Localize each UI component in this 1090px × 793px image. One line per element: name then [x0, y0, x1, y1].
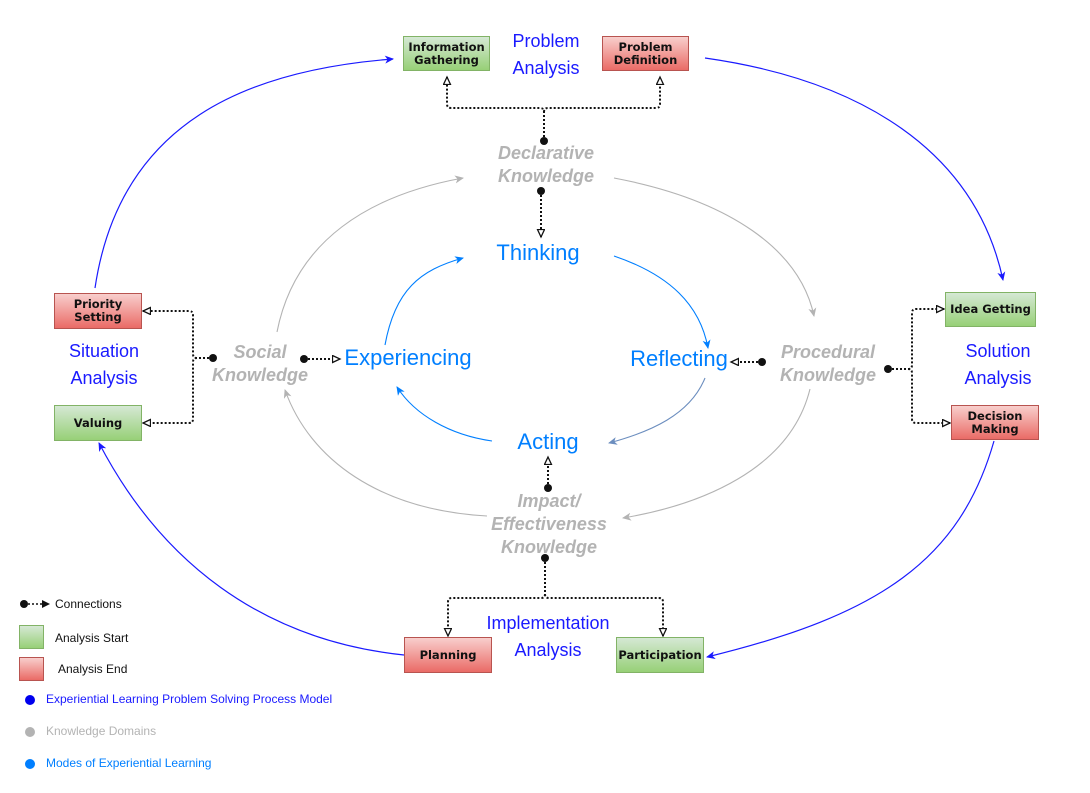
mode-reflecting: Reflecting: [630, 346, 728, 371]
box-valuing[interactable]: Valuing: [54, 405, 142, 441]
connection-impact-to-participation: [544, 593, 663, 636]
arc-experiencing-to-thinking: [384, 256, 464, 346]
phase-line: Problem: [512, 31, 580, 51]
mode-thinking: Thinking: [496, 240, 580, 265]
legend-knowledge-domains-label: Knowledge Domains: [46, 724, 157, 738]
knowledge-line: Knowledge: [497, 166, 594, 186]
knowledge-procedural: Procedural Knowledge: [758, 341, 898, 387]
knowledge-line: Impact/: [517, 491, 581, 511]
connection-social-to-valuing: [143, 357, 198, 423]
knowledge-line: Procedural: [780, 342, 876, 362]
box-label: Planning: [419, 647, 477, 662]
knowledge-social: Social Knowledge: [200, 341, 320, 387]
phase-problem-analysis: Problem Analysis: [496, 28, 596, 82]
arc-reflecting-to-acting: [608, 377, 706, 445]
box-label: Decision: [967, 408, 1023, 423]
box-priority-setting[interactable]: Priority Setting: [54, 293, 142, 329]
legend-analysis-end-label: Analysis End: [58, 662, 128, 676]
knowledge-declarative: Declarative Knowledge: [476, 142, 616, 188]
legend-knowledge-dot: [25, 727, 35, 737]
phase-line: Analysis: [964, 368, 1032, 388]
phase-line: Situation: [68, 341, 140, 361]
box-decision-making[interactable]: Decision Making: [951, 405, 1039, 440]
knowledge-impact-effectiveness: Impact/ Effectiveness Knowledge: [474, 490, 624, 559]
legend-connection-arrowhead: [42, 600, 50, 608]
box-label: Definition: [613, 52, 678, 67]
arc-social-to-declarative: [276, 175, 464, 333]
phase-line: Analysis: [512, 58, 580, 78]
arc-solution-to-implementation: [706, 440, 995, 659]
phase-situation-analysis: Situation Analysis: [54, 338, 154, 392]
legend-process-model-dot: [25, 695, 35, 705]
box-label: Priority: [73, 297, 123, 311]
legend-analysis-start-label: Analysis Start: [55, 631, 129, 645]
connection-declarative-to-problem-definition: [543, 77, 660, 113]
phase-line: Analysis: [70, 368, 138, 388]
box-participation[interactable]: Participation: [616, 637, 704, 673]
box-label: Problem: [618, 39, 673, 54]
mode-experiencing: Experiencing: [344, 345, 472, 370]
box-label: Idea Getting: [950, 302, 1031, 316]
legend-modes-label: Modes of Experiential Learning: [46, 756, 212, 770]
box-planning[interactable]: Planning: [404, 637, 492, 673]
knowledge-line: Knowledge: [211, 365, 308, 385]
knowledge-line: Declarative: [497, 143, 595, 163]
knowledge-line: Knowledge: [500, 537, 597, 557]
phase-implementation-analysis: Implementation Analysis: [468, 610, 628, 664]
knowledge-line: Knowledge: [779, 365, 876, 385]
box-label: Participation: [618, 647, 702, 662]
arc-situation-to-problem: [94, 55, 394, 289]
mode-acting: Acting: [517, 429, 579, 454]
box-problem-definition[interactable]: Problem Definition: [602, 36, 689, 71]
knowledge-line: Social: [233, 342, 287, 362]
phase-solution-analysis: Solution Analysis: [948, 338, 1048, 392]
knowledge-line: Effectiveness: [491, 514, 607, 534]
arc-implementation-to-situation: [98, 442, 405, 656]
arc-procedural-to-impact: [622, 388, 811, 521]
box-idea-getting[interactable]: Idea Getting: [945, 292, 1036, 327]
box-label: Information: [408, 39, 485, 54]
connection-declarative-to-info-gathering: [447, 77, 544, 141]
box-label: Setting: [74, 310, 122, 324]
legend-start-swatch: [19, 625, 44, 649]
legend-process-model-label: Experiential Learning Problem Solving Pr…: [46, 692, 333, 706]
phase-line: Analysis: [514, 640, 582, 660]
phase-line: Solution: [965, 341, 1031, 361]
phase-line: Implementation: [486, 613, 610, 633]
legend-modes-dot: [25, 759, 35, 769]
arc-impact-to-social: [283, 389, 488, 517]
box-label: Gathering: [414, 52, 479, 67]
connections: [20, 77, 950, 636]
legend-end-swatch: [19, 657, 44, 681]
legend-connections-label: Connections: [55, 597, 122, 611]
arc-thinking-to-reflecting: [613, 255, 711, 349]
arc-declarative-to-procedural: [613, 177, 817, 317]
arc-acting-to-experiencing: [396, 386, 493, 442]
box-label: Making: [971, 421, 1019, 436]
connection-procedural-to-decision-making: [907, 368, 950, 423]
box-information-gathering[interactable]: Information Gathering: [403, 36, 490, 71]
box-label: Valuing: [73, 415, 123, 430]
arc-problem-to-solution: [704, 57, 1006, 281]
